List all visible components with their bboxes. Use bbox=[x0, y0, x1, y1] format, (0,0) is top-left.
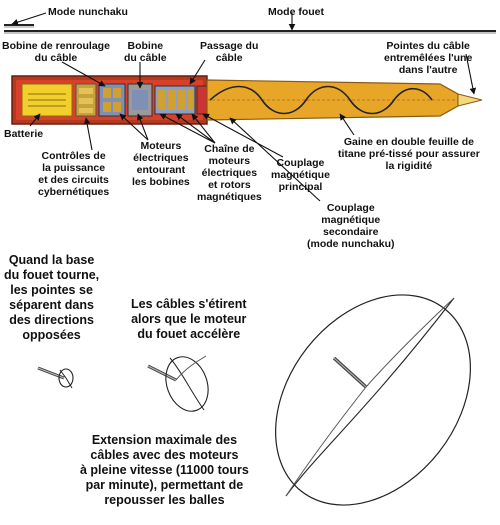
label-controls: Contrôles de la puissance et des circuit… bbox=[38, 150, 110, 198]
nunchaku-mode-rod bbox=[4, 24, 34, 28]
caption-cables-stretch: Les câbles s'étirent alors que le moteur… bbox=[131, 297, 247, 341]
label-mode-fouet: Mode fouet bbox=[268, 6, 324, 18]
whip-cutaway bbox=[11, 75, 483, 125]
cable-tip bbox=[457, 93, 483, 107]
label-motors: Moteurs électriques entourant les bobine… bbox=[132, 140, 190, 188]
label-mode-nunchaku: Mode nunchaku bbox=[48, 6, 128, 18]
label-secondary-coupling: Couplage magnétique secondaire (mode nun… bbox=[307, 202, 395, 250]
whip-mode-rod bbox=[4, 30, 496, 34]
label-cable-passage: Passage du câble bbox=[200, 40, 259, 64]
caption-max-extension: Extension maximale des câbles avec des m… bbox=[80, 433, 249, 507]
rewind-bobbin bbox=[98, 83, 126, 117]
label-sheath: Gaine en double feuille de titane pré-ti… bbox=[338, 136, 480, 172]
label-rewind-bobbin: Bobine de renroulage du câble bbox=[2, 40, 110, 64]
label-battery: Batterie bbox=[4, 128, 44, 140]
label-main-coupling: Couplage magnétique principal bbox=[271, 157, 330, 193]
caption-base-turns: Quand la base du fouet tourne, les point… bbox=[4, 253, 100, 342]
label-motor-chain: Chaîne de moteurs électriques et rotors … bbox=[197, 143, 262, 203]
spiral-cable bbox=[209, 85, 433, 115]
pointer-lines bbox=[11, 12, 477, 202]
main-coupling bbox=[196, 85, 208, 115]
whip-large bbox=[275, 294, 471, 506]
label-cable-bobbin: Bobine du câble bbox=[124, 40, 167, 64]
whip-medium bbox=[147, 355, 209, 412]
whip-small bbox=[37, 366, 74, 389]
label-cable-tips: Pointes du câble entremêlées l'une dans … bbox=[384, 40, 473, 76]
